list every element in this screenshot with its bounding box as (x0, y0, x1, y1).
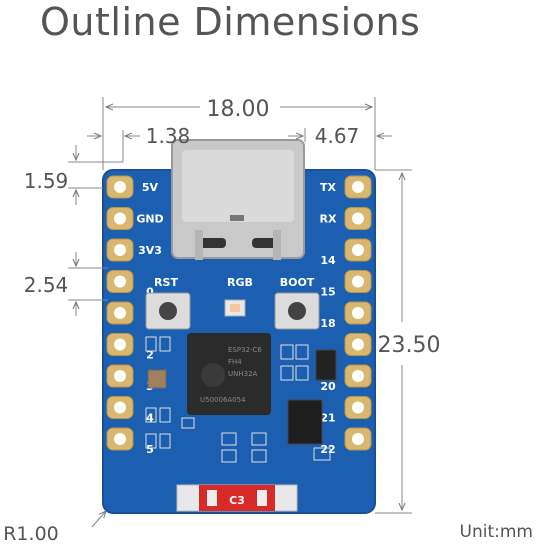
left-pin-pad-5-hole (114, 338, 126, 351)
left-pin-label-5: 2 (146, 349, 154, 362)
left-pin-pad-4-hole (114, 307, 126, 319)
chip-text-3: UNH32A (228, 370, 258, 378)
right-pin-label-1: RX (320, 213, 337, 226)
chip-text-4: U50006A054 (200, 396, 246, 404)
units-label: Unit:mm (459, 522, 533, 542)
rst-label: RST (154, 276, 178, 289)
dim-pitch-label: 2.54 (24, 273, 69, 297)
esp32-chip: ESP32-C6 FH4 UNH32A U50006A054 (187, 333, 271, 415)
left-pin-label-1: GND (136, 213, 163, 226)
right-pin-pad-7-hole (352, 401, 364, 414)
right-pin-pad-3-hole (352, 275, 364, 288)
left-pin-label-7: 4 (146, 412, 154, 425)
right-pin-label-3: 15 (320, 286, 335, 299)
right-pin-pad-2-hole (352, 244, 364, 256)
right-pin-label-7: 21 (320, 412, 335, 425)
right-pin-pad-5-hole (352, 338, 364, 351)
right-pin-pad-4-hole (352, 307, 364, 319)
rgb-led (224, 299, 246, 317)
left-pin-pad-1-hole (114, 212, 126, 225)
left-pin-pad-6-hole (114, 370, 126, 382)
left-pin-label-3: 0 (146, 286, 154, 299)
right-pin-label-8: 22 (320, 443, 335, 456)
left-pin-label-2: 3V3 (138, 244, 162, 257)
right-pin-label-2: 14 (320, 254, 336, 267)
left-pin-pad-7-hole (114, 401, 126, 414)
left-pin-label-0: 5V (142, 181, 159, 194)
right-pin-label-0: TX (320, 181, 337, 194)
dim-radius-label: R1.00 (3, 523, 59, 545)
chip-text-2: FH4 (228, 358, 242, 366)
dim-right-offset-label: 4.67 (315, 124, 360, 148)
right-pin-pad-6-hole (352, 370, 364, 382)
rgb-label: RGB (227, 276, 253, 289)
left-pin-pad-8-hole (114, 433, 126, 445)
right-pin-label-4: 18 (320, 317, 335, 330)
cap-label: C3 (229, 494, 245, 507)
left-pin-pads (106, 175, 134, 451)
dim-left-offset-label: 1.38 (146, 124, 191, 148)
page-title: Outline Dimensions (40, 0, 421, 44)
left-pin-pad-0-hole (114, 181, 126, 193)
dim-top-offset-label: 1.59 (24, 169, 69, 193)
right-pin-pad-1-hole (352, 212, 364, 225)
dim-width-label: 18.00 (207, 97, 270, 122)
usb-c-connector (171, 139, 305, 260)
right-pin-label-6: 20 (320, 380, 336, 393)
right-pin-pad-8-hole (352, 433, 364, 445)
rst-button (145, 292, 191, 330)
right-pin-pads (344, 175, 372, 451)
boot-label: BOOT (280, 276, 315, 289)
dimension-lines (68, 97, 412, 528)
left-pin-pad-3-hole (114, 275, 126, 288)
chip-text-1: ESP32-C6 (228, 346, 262, 354)
c3-capacitor (176, 484, 298, 512)
components (145, 336, 337, 463)
dim-height-label: 23.50 (378, 333, 441, 358)
left-pin-label-8: 5 (146, 443, 154, 456)
left-pin-pad-2-hole (114, 244, 126, 256)
right-pin-pad-0-hole (352, 181, 364, 193)
boot-button (274, 292, 320, 330)
